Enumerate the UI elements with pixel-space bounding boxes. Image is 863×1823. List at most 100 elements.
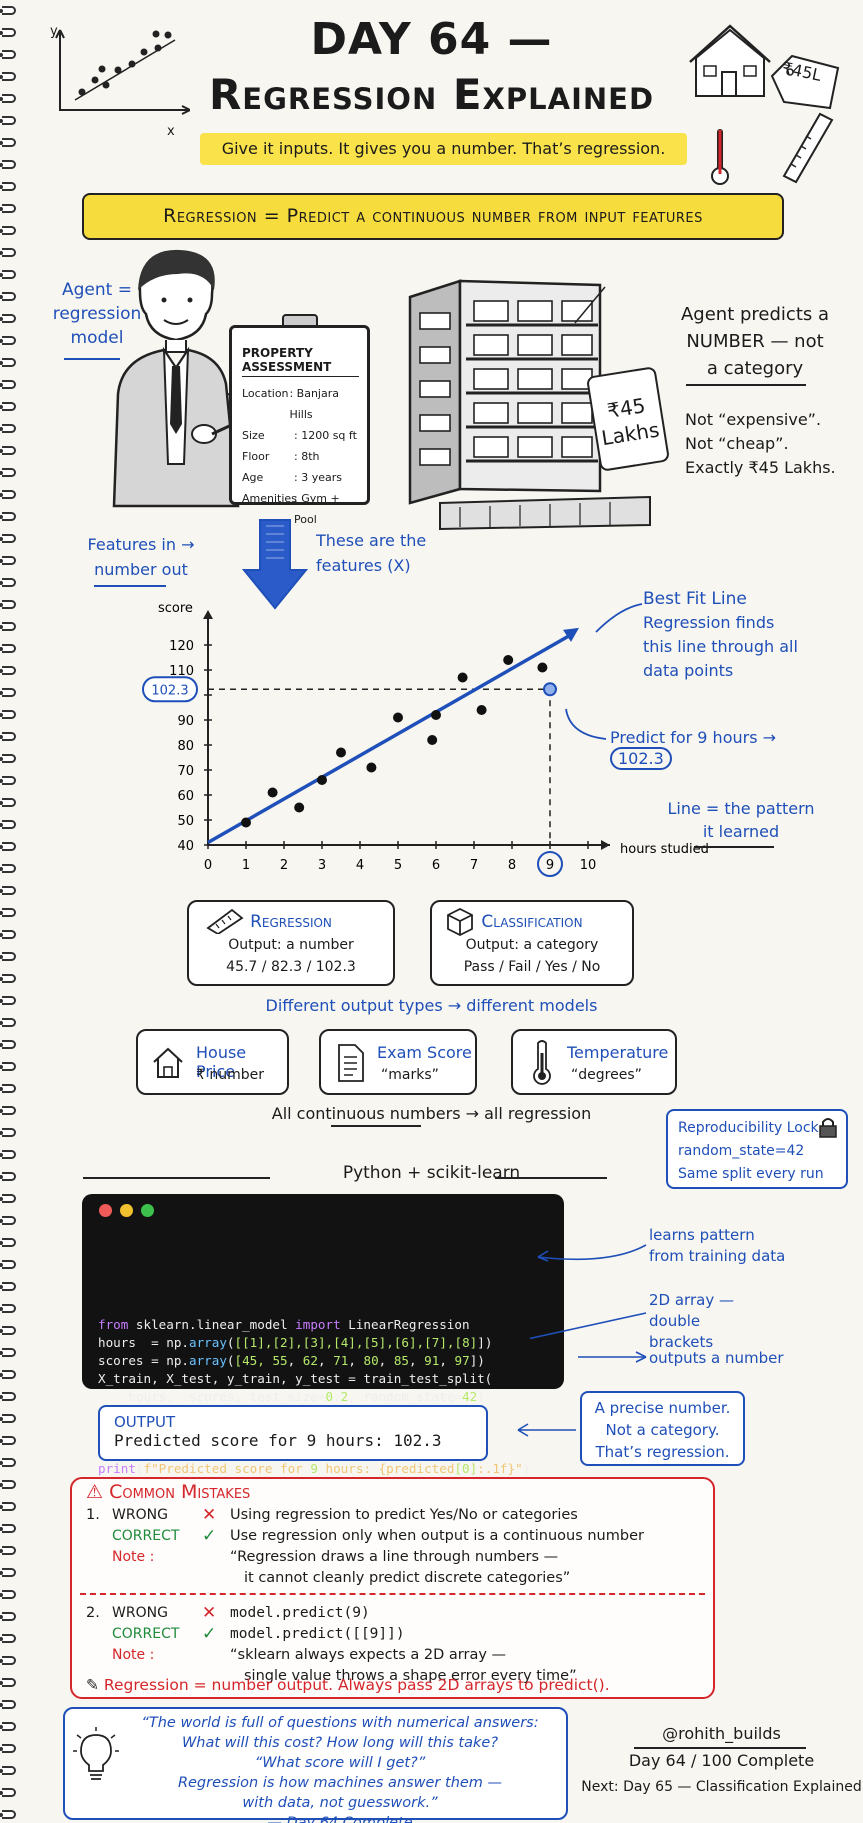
spiral-ring xyxy=(0,534,16,543)
y-tick-label: 40 xyxy=(177,839,194,854)
code-editor: from sklearn.linear_model import LinearR… xyxy=(82,1194,564,1476)
data-point xyxy=(336,747,346,758)
spiral-ring xyxy=(0,1634,16,1643)
annotation-outputs-number: outputs a number xyxy=(649,1349,784,1367)
mistake-number xyxy=(86,1568,112,1589)
spiral-ring xyxy=(0,1040,16,1049)
building-price-tag: ₹45 Lakhs xyxy=(585,366,671,472)
mistake-label: Note : xyxy=(112,1647,155,1663)
spiral-ring xyxy=(0,1480,16,1489)
repro-title: Reproducibility Lock xyxy=(678,1120,819,1136)
spiral-ring xyxy=(0,424,16,433)
mistake-row: Note :“sklearn always expects a 2D array… xyxy=(86,1645,706,1666)
data-point xyxy=(503,655,514,665)
data-point xyxy=(427,735,438,745)
predicted-y-label: 102.3 xyxy=(151,683,188,698)
clipboard-field-key: Location xyxy=(242,387,289,400)
thermometer-icon xyxy=(533,1040,551,1085)
mistake-label: WRONG xyxy=(112,1507,168,1523)
page-title-line1: DAY 64 — xyxy=(310,14,553,65)
code-line: hours, scores, test_size=0.2, random_sta… xyxy=(98,1389,485,1404)
pattern-underline xyxy=(694,846,774,848)
spiral-ring xyxy=(0,776,16,785)
spiral-ring xyxy=(0,1678,16,1687)
spiral-ring xyxy=(0,314,16,323)
quote-line-3: “What score will I get?” xyxy=(254,1755,426,1771)
code-line: X_train, X_test, y_train, y_test = train… xyxy=(98,1371,493,1386)
spiral-ring xyxy=(0,974,16,983)
annotation-2d-array: 2D array — double brackets xyxy=(649,1291,734,1351)
clipboard-row: Floor: 8th xyxy=(242,446,359,467)
repro-desc: Same split every run xyxy=(678,1166,824,1182)
lightbulb-icon xyxy=(73,1727,119,1780)
predict-pointer xyxy=(565,708,607,740)
mistakes-divider xyxy=(80,1593,705,1595)
clipboard-field-value: : Gym + Pool xyxy=(294,492,340,526)
y-tick-label: 120 xyxy=(169,639,194,654)
check-icon: ✓ xyxy=(202,1624,217,1644)
predicted-y-pill xyxy=(142,676,198,703)
spiral-ring xyxy=(0,270,16,279)
spiral-ring xyxy=(0,1436,16,1445)
x-tick-label: 0 xyxy=(204,858,212,873)
spiral-ring xyxy=(0,996,16,1005)
example-card-temperature: Temperature “degrees” xyxy=(511,1029,677,1095)
spiral-ring xyxy=(0,1194,16,1203)
output-box: OUTPUT Predicted score for 9 hours: 102.… xyxy=(98,1405,488,1461)
spiral-ring xyxy=(0,358,16,367)
pencil-icon: ✎ xyxy=(86,1676,104,1694)
credit-underline xyxy=(634,1747,806,1749)
mistake-row: it cannot cleanly predict discrete categ… xyxy=(86,1568,706,1589)
spiral-ring xyxy=(0,1414,16,1423)
spiral-ring xyxy=(0,1370,16,1379)
house-icon xyxy=(153,1047,183,1078)
mistake-row: 2.WRONG✕model.predict(9) xyxy=(86,1603,706,1624)
mistake-mark xyxy=(202,1547,230,1568)
example-house-title: House Price xyxy=(196,1043,247,1081)
window-maximize-dot xyxy=(141,1204,154,1217)
compare-caption: Different output types → different model… xyxy=(265,996,598,1015)
mistake-text: model.predict(9) xyxy=(230,1605,370,1621)
x-tick-label: 3 xyxy=(318,858,326,873)
y-tick-label: 50 xyxy=(177,814,194,829)
mistake-text: single value throws a shape error every … xyxy=(244,1668,577,1684)
spiral-ring xyxy=(0,336,16,345)
day-progress: Day 64 / 100 Complete xyxy=(628,1751,815,1770)
code-annotation-arrows xyxy=(530,1244,647,1363)
spiral-ring xyxy=(0,1392,16,1401)
best-fit-line xyxy=(207,634,570,845)
definition-banner: Regression = Predict a continuous number… xyxy=(82,193,784,240)
x-axis-label: hours studied xyxy=(620,842,709,857)
spiral-ring xyxy=(0,138,16,147)
spiral-ring xyxy=(0,798,16,807)
warning-icon: ⚠ xyxy=(86,1481,110,1503)
features-in-label: Features in → number out xyxy=(87,535,195,579)
y-tick-label: 90 xyxy=(177,714,194,729)
python-section-title: Python + scikit-learn xyxy=(342,1163,521,1183)
pattern-note: Line = the pattern it learned xyxy=(667,799,815,841)
mistake-text: it cannot cleanly predict discrete categ… xyxy=(244,1570,571,1586)
mistakes-footer-text: Regression = number output. Always pass … xyxy=(103,1676,610,1694)
example-exam-sub: “marks” xyxy=(381,1067,439,1083)
mistake-number: 1. xyxy=(86,1507,100,1523)
spiral-ring xyxy=(0,380,16,389)
regression-card-examples: 45.7 / 82.3 / 102.3 xyxy=(226,959,356,975)
data-point xyxy=(366,762,377,773)
repro-state: random_state=42 xyxy=(678,1143,805,1159)
lock-icon xyxy=(819,1118,837,1138)
clipboard-field-value: : 3 years xyxy=(294,471,342,484)
quote-line-4: Regression is how machines answer them — xyxy=(177,1775,503,1791)
data-point xyxy=(317,775,327,785)
spiral-ring xyxy=(0,1216,16,1225)
agent-label-underline xyxy=(64,358,120,360)
mistake-label: CORRECT xyxy=(112,1528,180,1544)
spiral-ring xyxy=(0,1238,16,1247)
agent-label: Agent = regression model xyxy=(52,278,142,350)
note-not-expensive: Not “expensive”. xyxy=(685,410,822,429)
common-mistakes-box: ⚠ Common Mistakes 1.WRONG✕Using regressi… xyxy=(70,1477,715,1699)
property-clipboard: PROPERTY ASSESSMENT Location: Banjara Hi… xyxy=(229,325,370,526)
check-icon: ✓ xyxy=(202,1526,217,1546)
document-icon xyxy=(338,1044,364,1082)
spiral-ring xyxy=(0,446,16,455)
spiral-ring xyxy=(0,1260,16,1269)
